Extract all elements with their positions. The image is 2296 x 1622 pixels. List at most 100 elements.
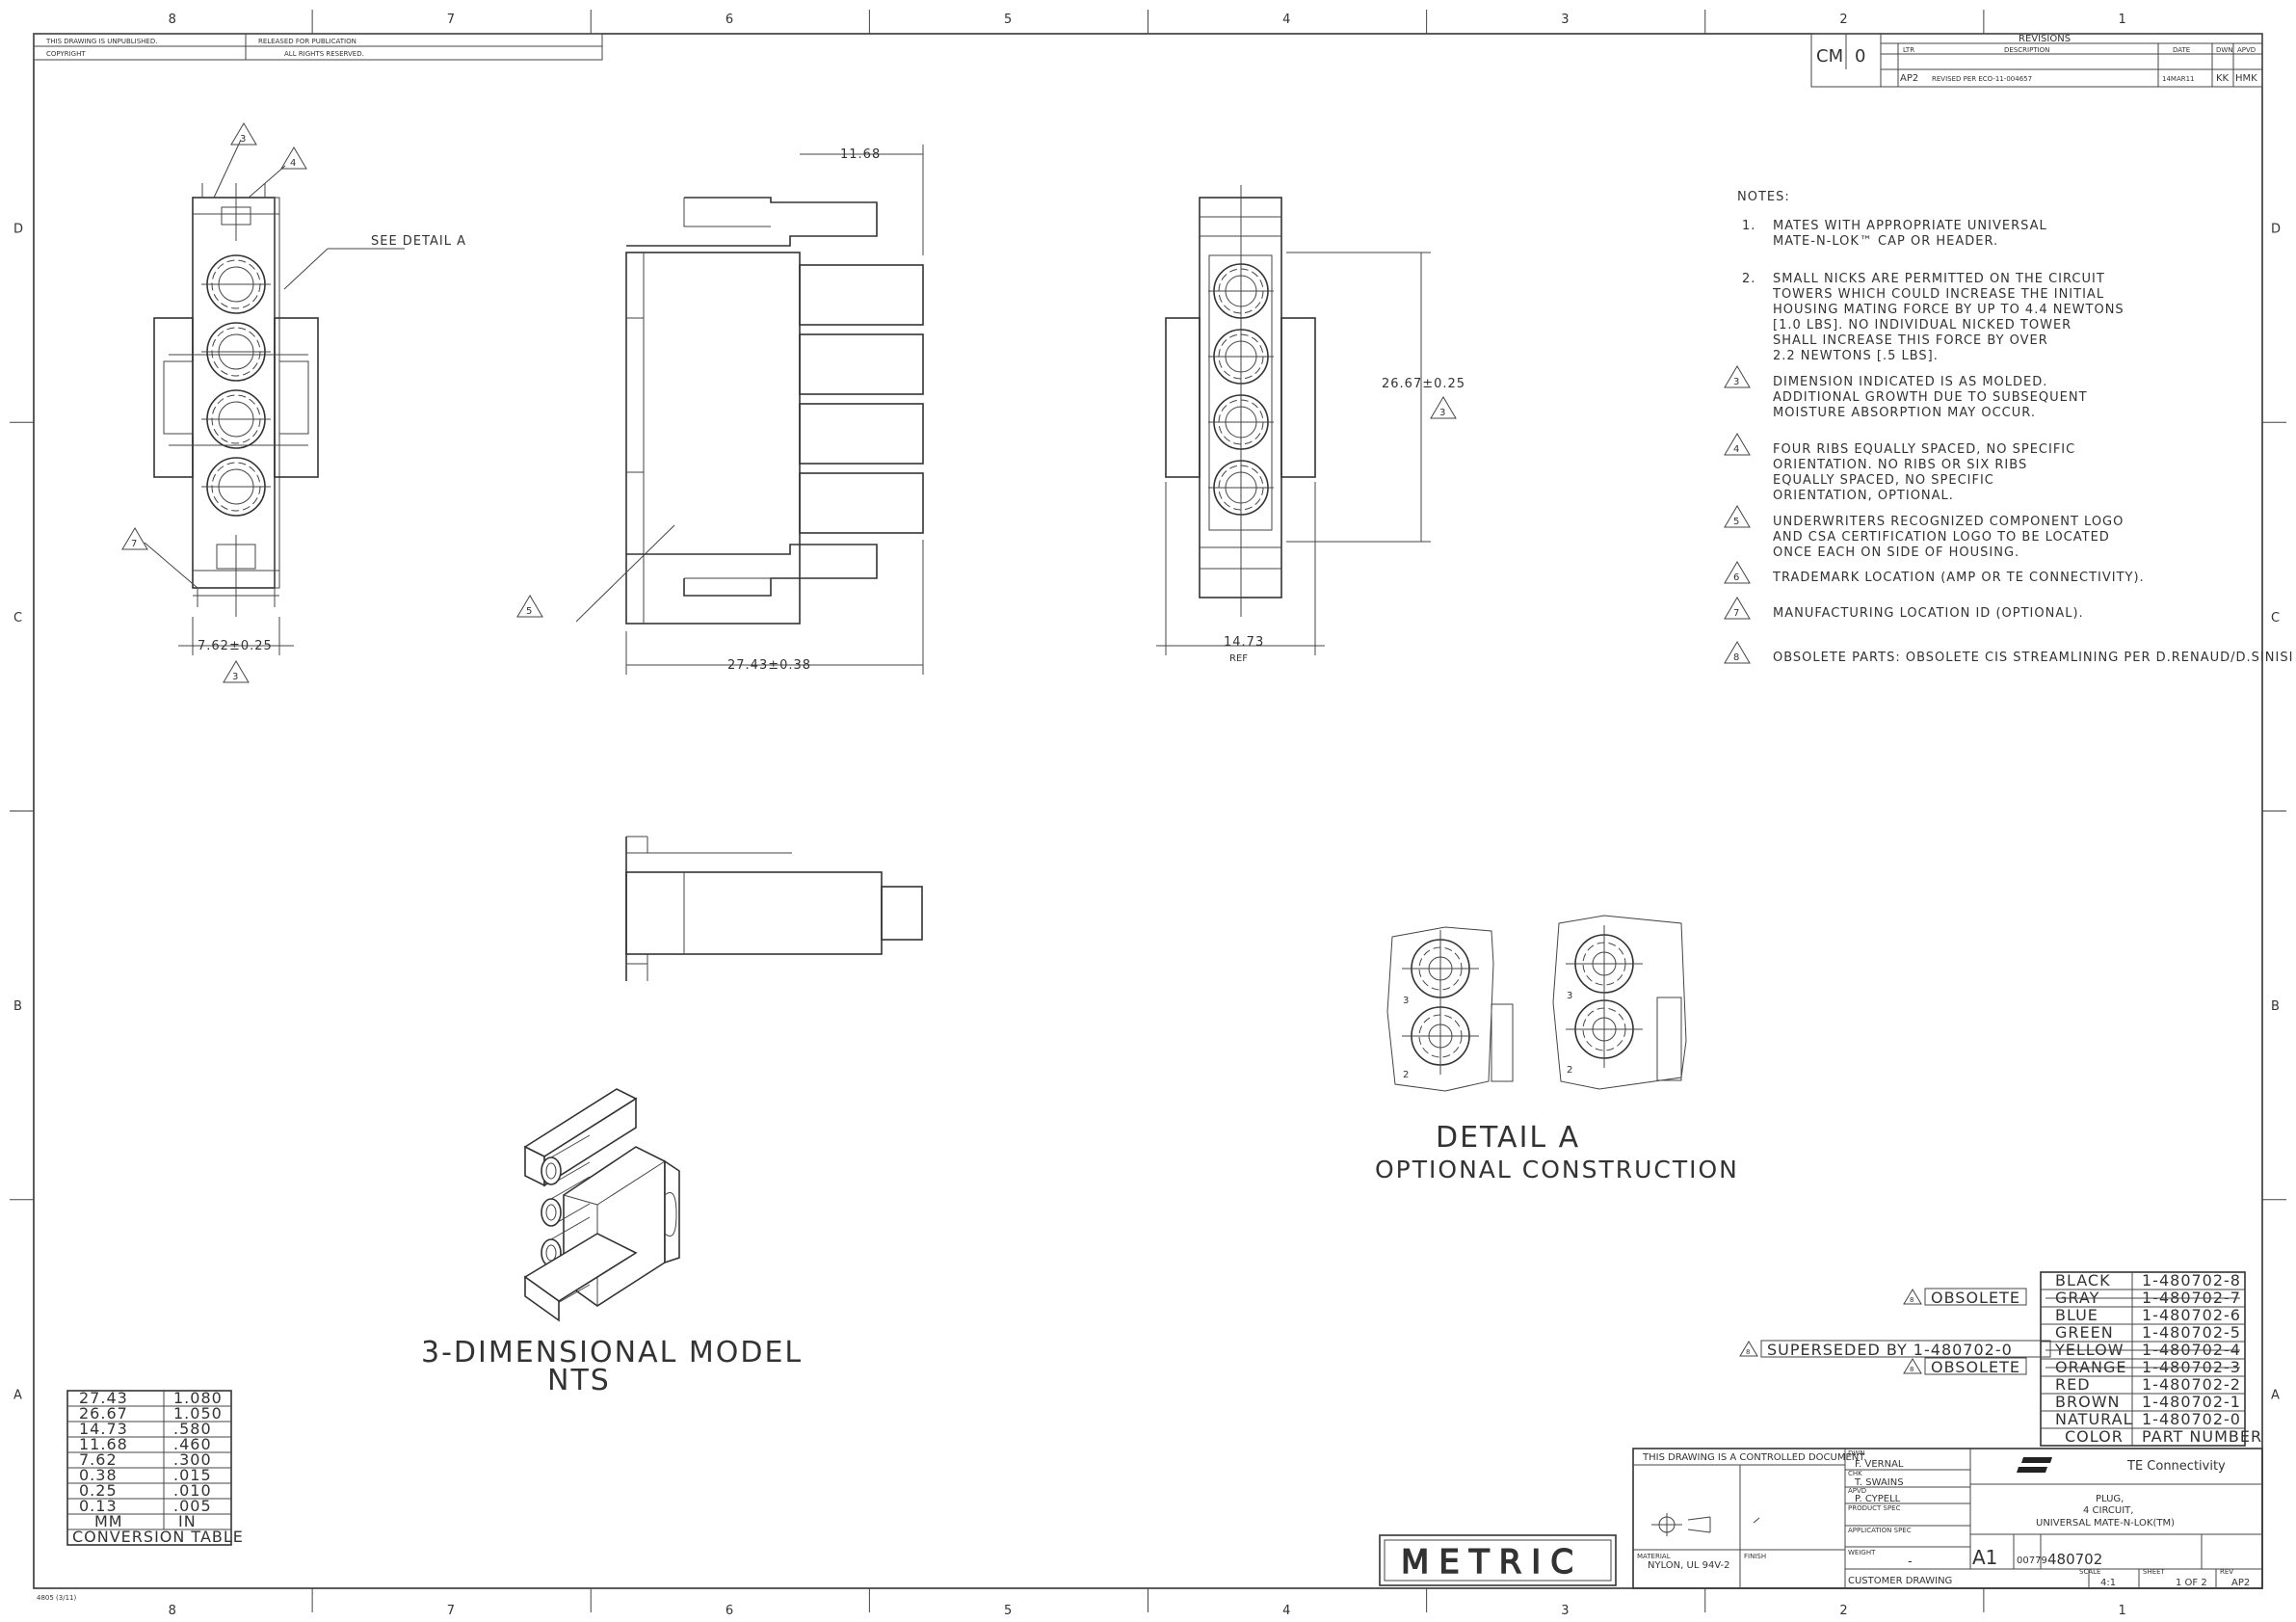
- svg-text:3: 3: [240, 134, 246, 145]
- finish-label: FINISH: [1744, 1553, 1766, 1560]
- zone-col-label: 4: [1282, 1604, 1290, 1618]
- revisions-title: REVISIONS: [2019, 34, 2071, 44]
- zone-col-label: 1: [2118, 1604, 2125, 1618]
- color-cell: BROWN: [2055, 1393, 2120, 1411]
- color-cell: BLACK: [2055, 1271, 2111, 1290]
- title-block: [1379, 1448, 2263, 1589]
- note-line: MATES WITH APPROPRIATE UNIVERSAL: [1773, 219, 2047, 233]
- note-line: [1.0 LBS]. NO INDIVIDUAL NICKED TOWER: [1773, 318, 2072, 332]
- rev-date: 14MAR11: [2162, 75, 2195, 83]
- zone-row-label: D: [2271, 223, 2281, 237]
- rev-ltr: AP2: [1900, 73, 1918, 84]
- conv-in: .300: [173, 1450, 212, 1469]
- zone-col-label: 3: [1561, 13, 1569, 27]
- controlled-document: THIS DRAWING IS A CONTROLLED DOCUMENT.: [1642, 1452, 1866, 1463]
- product-name-line2: 4 CIRCUIT,: [2083, 1505, 2133, 1516]
- zone-row-label: C: [13, 611, 22, 625]
- front-view: [144, 139, 405, 655]
- note-flag-number: 4: [1733, 444, 1739, 455]
- zone-col-label: 6: [726, 1604, 733, 1618]
- header-block: THIS DRAWING IS UNPUBLISHED. RELEASED FO…: [33, 33, 603, 61]
- header-line1b: RELEASED FOR PUBLICATION: [258, 38, 356, 45]
- rev-apvd: HMK: [2235, 73, 2257, 84]
- conv-in: .015: [173, 1466, 212, 1484]
- chk-label: CHK: [1848, 1470, 1862, 1477]
- company-name: TE Connectivity: [2126, 1459, 2226, 1474]
- note-flag-number: 8: [1733, 652, 1739, 663]
- conv-in: .580: [173, 1420, 212, 1438]
- product-spec-label: PRODUCT SPEC: [1848, 1504, 1901, 1512]
- note-line: TRADEMARK LOCATION (AMP OR TE CONNECTIVI…: [1772, 571, 2145, 585]
- note-line: SHALL INCREASE THIS FORCE BY OVER: [1773, 333, 2048, 348]
- model-label-line1: 3-DIMENSIONAL MODEL: [421, 1336, 803, 1369]
- detail-a: [1386, 915, 1687, 1092]
- color-cell: BLUE: [2055, 1306, 2098, 1324]
- note-line: ORIENTATION. NO RIBS OR SIX RIBS: [1773, 458, 2027, 472]
- part-head: PART NUMBER: [2142, 1427, 2262, 1446]
- zone-col-label: 8: [169, 13, 176, 27]
- note-line: DIMENSION INDICATED IS AS MOLDED.: [1773, 375, 2047, 389]
- iso-model: [523, 1088, 680, 1322]
- zone-row-label: B: [13, 999, 22, 1014]
- rear-view: [1156, 185, 1431, 655]
- dim-front-width: 7.62±0.25: [198, 639, 273, 653]
- weight-label: WEIGHT: [1848, 1549, 1876, 1556]
- see-detail-a-label: SEE DETAIL A: [371, 234, 466, 249]
- zone-col-label: 2: [1839, 1604, 1847, 1618]
- rev-label: REV: [2220, 1568, 2233, 1576]
- color-note-flag: 8: [1910, 1296, 1913, 1304]
- conv-in: 1.050: [173, 1404, 223, 1423]
- rev-dwn: KK: [2216, 73, 2230, 84]
- header-line2: COPYRIGHT: [46, 50, 86, 58]
- note-line: TOWERS WHICH COULD INCREASE THE INITIAL: [1772, 287, 2104, 302]
- note-line: SMALL NICKS ARE PERMITTED ON THE CIRCUIT: [1773, 272, 2105, 286]
- flag-3-bottom: 3: [223, 660, 250, 683]
- note-line: MATE-N-LOK™ CAP OR HEADER.: [1773, 234, 1998, 249]
- note-line: ONCE EACH ON SIDE OF HOUSING.: [1773, 545, 2019, 560]
- note-flag-number: 5: [1733, 517, 1739, 527]
- rev-col-apvd: APVD: [2237, 46, 2256, 54]
- flag-3-top: 3: [230, 122, 257, 146]
- rev-desc: REVISED PER ECO-11-004657: [1932, 75, 2032, 83]
- flag-7-left: 7: [121, 527, 148, 550]
- apvd-name: P. CYPELL: [1855, 1494, 1901, 1504]
- product-name-line3: UNIVERSAL MATE-N-LOK(TM): [2036, 1518, 2175, 1529]
- conv-in: .460: [173, 1435, 212, 1453]
- conv-mm: 14.73: [79, 1420, 128, 1438]
- revisions-block: REVISIONS CM 0 LTR DESCRIPTION DATE DWN …: [1810, 33, 2263, 88]
- part-number-cell: 1-480702-0: [2142, 1410, 2241, 1428]
- note-line: HOUSING MATING FORCE BY UP TO 4.4 NEWTON…: [1773, 303, 2124, 317]
- scale-value: 4:1: [2100, 1578, 2116, 1588]
- top-view: [625, 836, 923, 981]
- svg-text:3: 3: [232, 672, 238, 682]
- zone-col-label: 6: [726, 13, 733, 27]
- note-line: FOUR RIBS EQUALLY SPACED, NO SPECIFIC: [1773, 442, 2075, 457]
- detail-num-2b: 2: [1567, 1065, 1572, 1076]
- zone-col-label: 2: [1839, 13, 1847, 27]
- rev-col-desc: DESCRIPTION: [2004, 46, 2049, 54]
- model-label-line2: NTS: [547, 1364, 611, 1397]
- application-spec-label: APPLICATION SPEC: [1848, 1527, 1912, 1534]
- dwn-name: F. VERNAL: [1855, 1459, 1904, 1470]
- conv-in: .010: [173, 1481, 212, 1500]
- rev-value: AP2: [2231, 1578, 2250, 1588]
- rev-col-dwn: DWN: [2216, 46, 2233, 54]
- zone-col-label: 3: [1561, 1604, 1569, 1618]
- dim-rear-height: 26.67±0.25: [1382, 377, 1465, 391]
- conv-title: CONVERSION TABLE: [72, 1528, 244, 1546]
- drawing-size: A1: [1972, 1546, 1997, 1569]
- rear-circuit-towers: [1208, 263, 1274, 516]
- note-line: 2.2 NEWTONS [.5 LBS].: [1773, 349, 1939, 363]
- detail-num-2a: 2: [1403, 1070, 1409, 1080]
- chk-name: T. SWAINS: [1854, 1477, 1904, 1488]
- zone-row-label: C: [2271, 611, 2280, 625]
- color-note: SUPERSEDED BY 1-480702-0: [1767, 1341, 2013, 1359]
- rev-lvl: 0: [1855, 46, 1865, 66]
- detail-num-3a: 3: [1403, 996, 1409, 1006]
- zone-row-label: B: [2271, 999, 2280, 1014]
- dim-side-top: 11.68: [840, 147, 881, 162]
